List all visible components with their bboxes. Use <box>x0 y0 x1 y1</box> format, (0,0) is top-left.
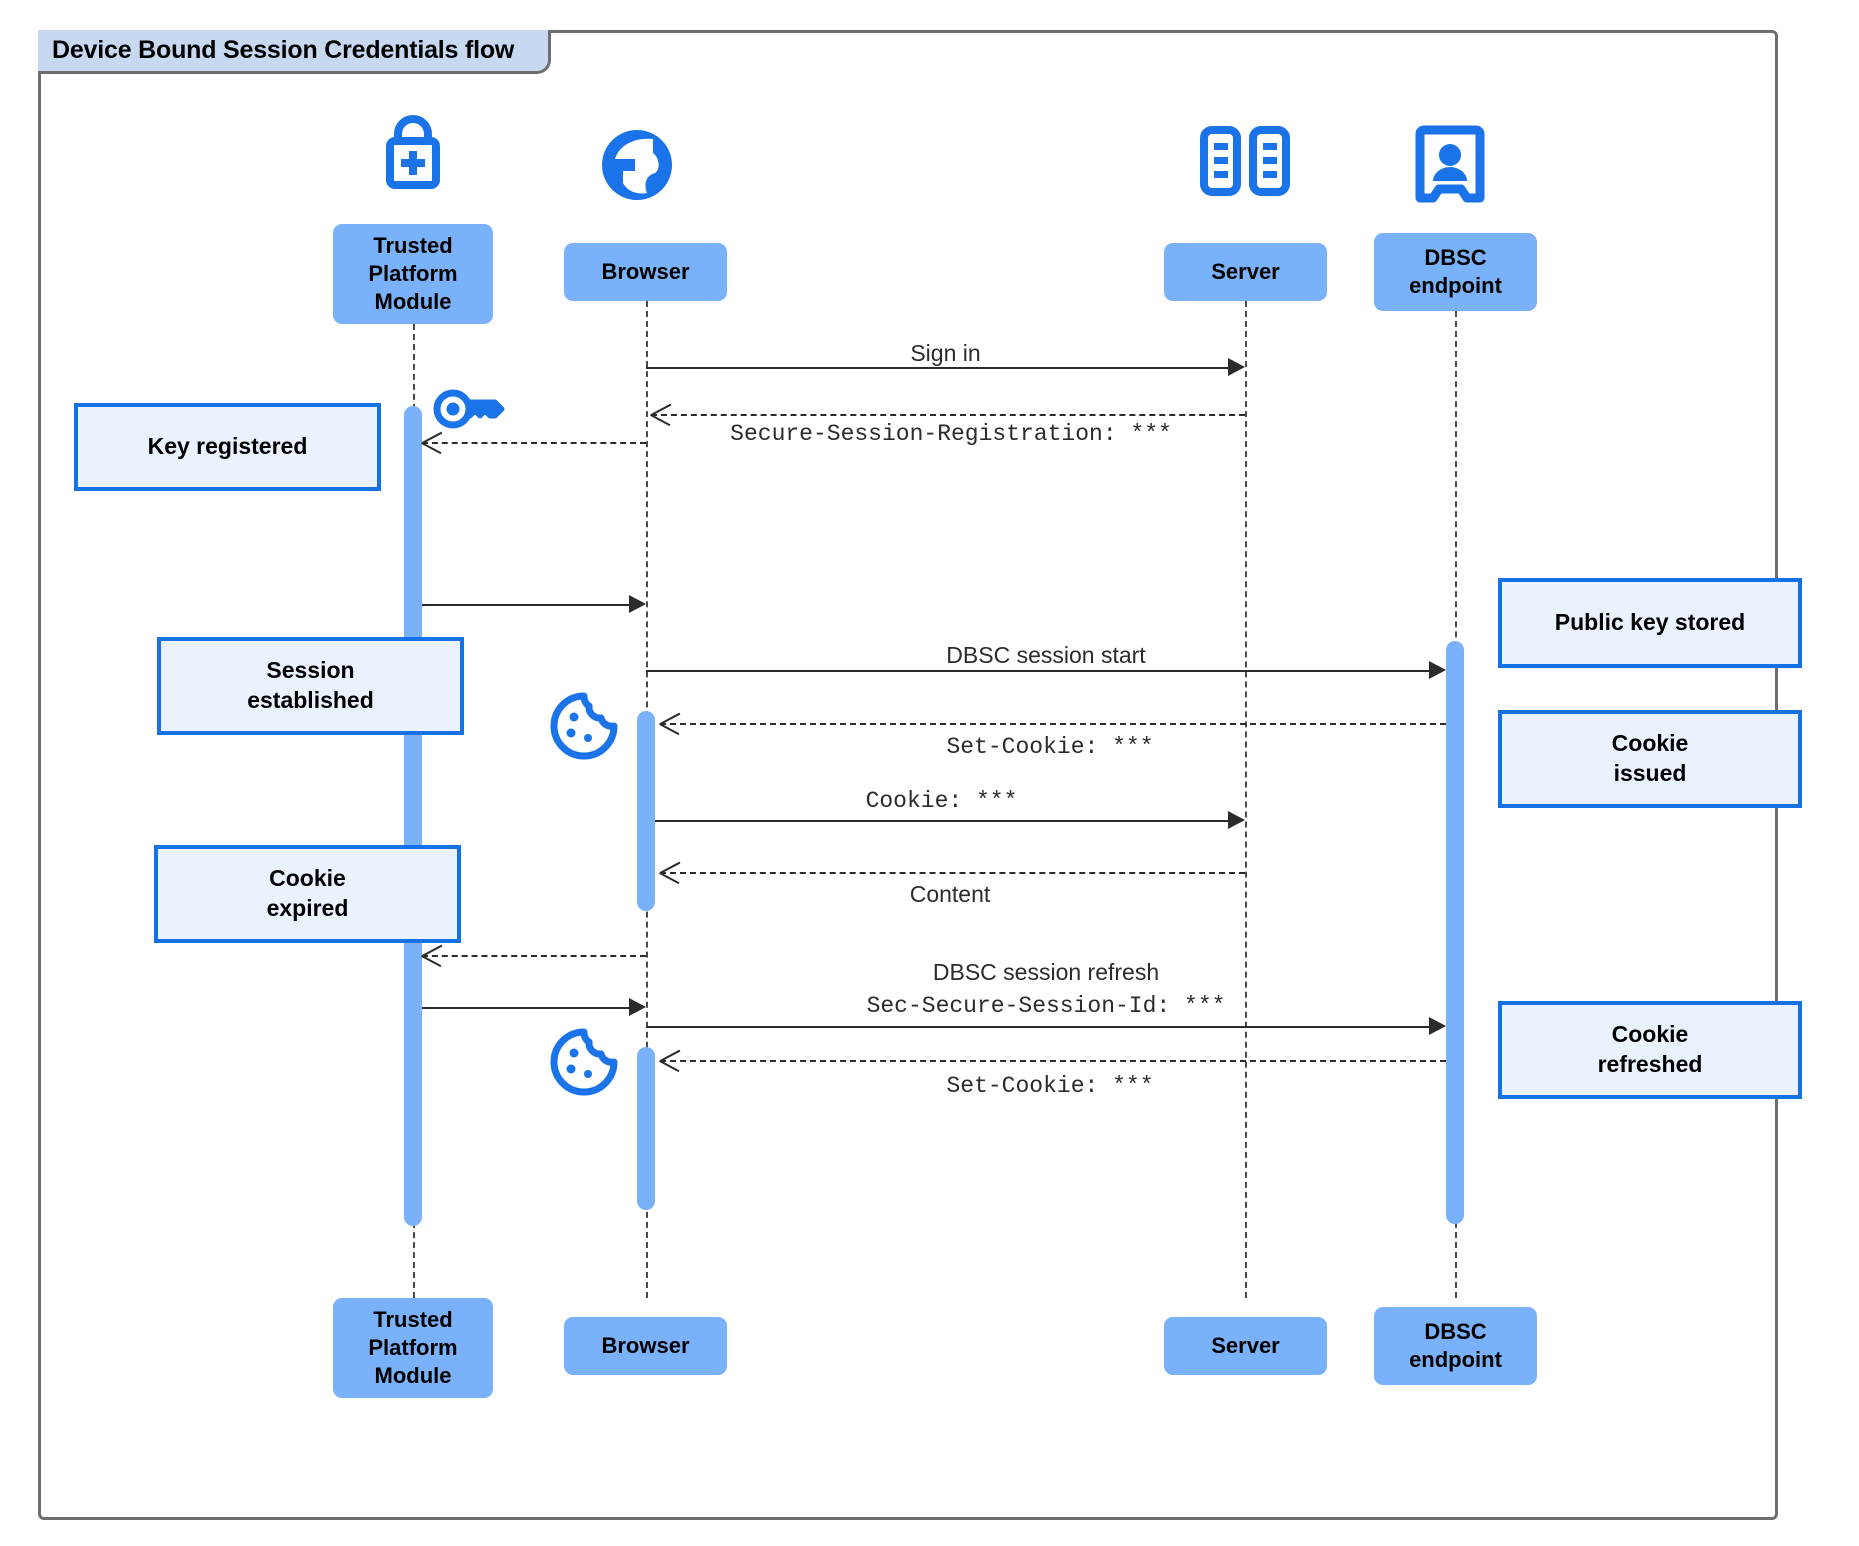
message-label-content: Content <box>909 881 991 907</box>
arrowhead-tpm-to-browser-refresh <box>629 998 646 1016</box>
activation-dbsc <box>1446 641 1464 1224</box>
note-key-registered: Key registered <box>74 403 381 491</box>
lifeline-server <box>1245 301 1247 1298</box>
cookie-icon-2 <box>548 1026 620 1103</box>
message-label-cookie: Cookie: *** <box>865 788 1018 814</box>
arrowhead-cookie <box>1228 811 1245 829</box>
participant-box-dbsc-bottom[interactable]: DBSC endpoint <box>1374 1307 1537 1385</box>
message-line-register-key <box>422 442 646 444</box>
participant-box-server-top[interactable]: Server <box>1164 243 1327 301</box>
message-label-dbsc-session-refresh: DBSC session refresh <box>932 959 1160 985</box>
activation-browser-1 <box>637 711 655 911</box>
arrowhead-tpm-to-browser-key <box>629 595 646 613</box>
arrowhead-sec-secure-session-id <box>1429 1017 1446 1035</box>
note-public-key-stored: Public key stored <box>1498 578 1802 668</box>
participant-box-browser-bottom[interactable]: Browser <box>564 1317 727 1375</box>
note-cookie-issued: Cookie issued <box>1498 710 1802 808</box>
message-label-sec-secure-session-id: Sec-Secure-Session-Id: *** <box>866 993 1226 1019</box>
message-label-set-cookie-1: Set-Cookie: *** <box>946 734 1154 760</box>
participant-box-dbsc-top[interactable]: DBSC endpoint <box>1374 233 1537 311</box>
lock-plus-icon <box>371 112 455 195</box>
message-line-secure-session-registration <box>651 414 1245 416</box>
participant-box-browser-top[interactable]: Browser <box>564 243 727 301</box>
message-line-tpm-to-browser-refresh <box>422 1007 629 1009</box>
activation-browser-2 <box>637 1047 655 1210</box>
message-line-cookie-expired-notify <box>422 955 646 957</box>
participant-box-tpm-bottom[interactable]: Trusted Platform Module <box>333 1298 493 1398</box>
message-label-set-cookie-2: Set-Cookie: *** <box>946 1073 1154 1099</box>
message-line-set-cookie-1 <box>660 723 1446 725</box>
activation-tpm <box>404 406 422 1226</box>
id-badge-icon <box>1415 125 1485 212</box>
server-rack-icon <box>1199 125 1291 202</box>
message-label-sign-in: Sign in <box>910 340 981 366</box>
arrowhead-sign-in <box>1228 358 1245 376</box>
message-label-dbsc-session-start: DBSC session start <box>946 642 1146 668</box>
message-line-tpm-to-browser-key <box>422 604 629 606</box>
globe-icon <box>597 125 677 210</box>
message-line-cookie <box>655 820 1228 822</box>
note-cookie-expired: Cookie expired <box>154 845 461 943</box>
message-line-dbsc-session-start <box>646 670 1429 672</box>
note-cookie-refreshed: Cookie refreshed <box>1498 1001 1802 1099</box>
note-session-established: Session established <box>157 637 464 735</box>
message-line-content <box>660 872 1245 874</box>
message-line-sign-in <box>646 367 1228 369</box>
cookie-icon-1 <box>548 690 620 767</box>
participant-box-tpm-top[interactable]: Trusted Platform Module <box>333 224 493 324</box>
message-line-sec-secure-session-id <box>646 1026 1429 1028</box>
diagram-frame-title: Device Bound Session Credentials flow <box>38 30 552 74</box>
message-label-secure-session-registration: Secure-Session-Registration: *** <box>730 421 1172 447</box>
key-icon <box>432 385 508 438</box>
message-line-set-cookie-2 <box>660 1060 1446 1062</box>
arrowhead-dbsc-session-start <box>1429 661 1446 679</box>
participant-box-server-bottom[interactable]: Server <box>1164 1317 1327 1375</box>
